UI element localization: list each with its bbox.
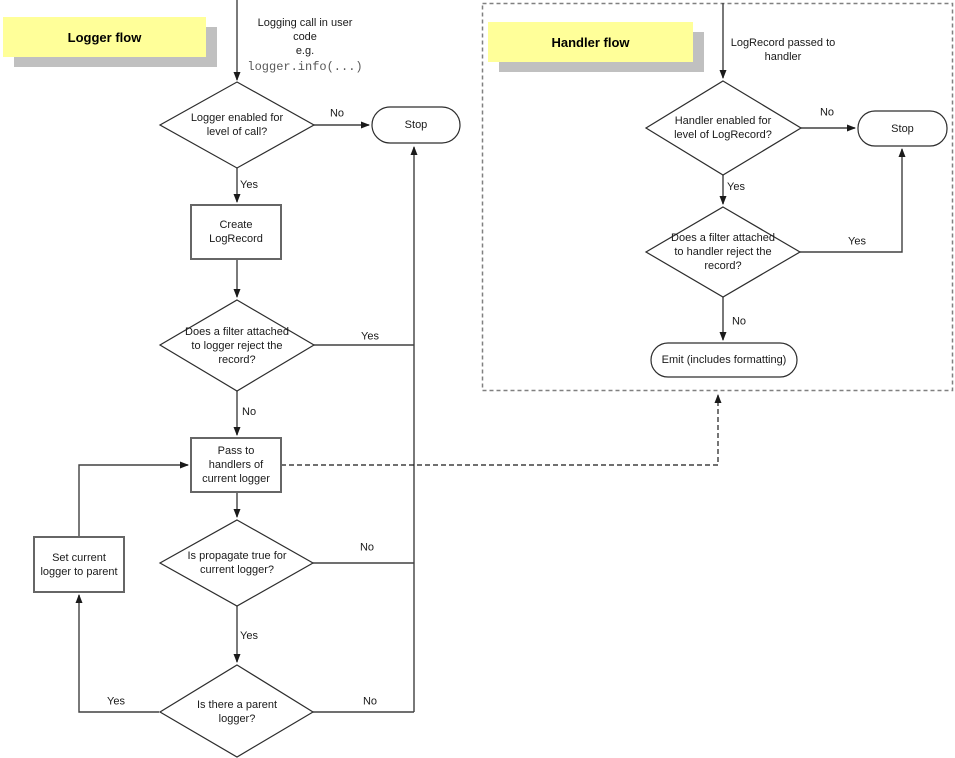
logger-filter-no-label: No	[242, 406, 257, 418]
propagate-yes-label: Yes	[240, 630, 258, 642]
logger-level-no-label: No	[329, 107, 345, 120]
create-logrecord-label: Create LogRecord	[209, 219, 263, 245]
handler-entry-text: LogRecord passed to handler	[730, 37, 836, 63]
edge-parent-yes-to-set-parent	[75, 594, 159, 713]
propagate-no-label: No	[359, 541, 375, 554]
handler-note-rect	[488, 22, 693, 62]
pass-to-handlers-label: Pass to handlers of current logger	[202, 445, 270, 485]
handler-level-yes-label: Yes	[727, 181, 745, 193]
edge-set-parent-to-pass	[78, 461, 189, 537]
terminator-logger-stop	[371, 106, 461, 144]
handler-flow-note	[488, 22, 704, 72]
propagate-check-label: Is propagate true for current logger?	[187, 550, 287, 576]
logger-level-yes-label: Yes	[240, 179, 258, 191]
handler-level-no-label: No	[819, 106, 835, 119]
handler-filter-no-label: No	[731, 315, 747, 328]
terminator-handler-stop	[857, 110, 948, 147]
edge-pass-to-handler-flow-dashed	[281, 394, 722, 466]
diamond-handler-filter-check	[644, 206, 802, 298]
logger-entry-code: logger.info(...)	[247, 60, 363, 74]
logger-note-rect	[3, 17, 206, 57]
logger-stop-label: Stop	[404, 119, 428, 131]
logger-flow-title: Logger flow	[67, 29, 142, 45]
logger-entry-text: Logging call in user code e.g.	[257, 17, 353, 57]
parent-check-label: Is there a parent logger?	[196, 699, 278, 725]
parent-yes-label: Yes	[107, 695, 125, 708]
handler-stop-label: Stop	[891, 122, 914, 135]
box-set-parent	[33, 536, 125, 593]
handler-filter-yes-label: Yes	[848, 235, 866, 248]
box-pass-to-handlers	[190, 437, 282, 493]
handler-flow-panel	[481, 2, 954, 392]
box-create-logrecord	[190, 204, 282, 260]
logger-flow-note	[3, 17, 217, 67]
diamond-logger-level-check	[158, 81, 316, 169]
handler-flow-edges	[719, 3, 906, 341]
set-parent-label: Set current logger to parent	[40, 551, 118, 578]
edge-hfilter-yes-to-stop	[800, 148, 906, 253]
emit-label: Emit (includes formatting)	[661, 354, 787, 366]
terminator-emit	[650, 342, 798, 378]
logger-flow-edges	[75, 0, 418, 713]
diamond-handler-level-check	[644, 80, 803, 176]
logger-level-check-label: Logger enabled for level of call?	[190, 112, 284, 138]
diamond-logger-filter-check	[158, 299, 316, 392]
logger-filter-yes-label: Yes	[361, 330, 379, 343]
diamond-parent-check	[158, 664, 315, 758]
handler-level-check-label: Handler enabled for level of LogRecord?	[674, 115, 772, 141]
diamond-propagate-check	[158, 519, 315, 607]
handler-flow-title: Handler flow	[551, 34, 630, 50]
handler-filter-check-label: Does a filter attached to handler reject…	[671, 232, 775, 272]
parent-no-label: No	[362, 695, 378, 708]
logger-filter-check-label: Does a filter attached to logger reject …	[185, 326, 289, 366]
